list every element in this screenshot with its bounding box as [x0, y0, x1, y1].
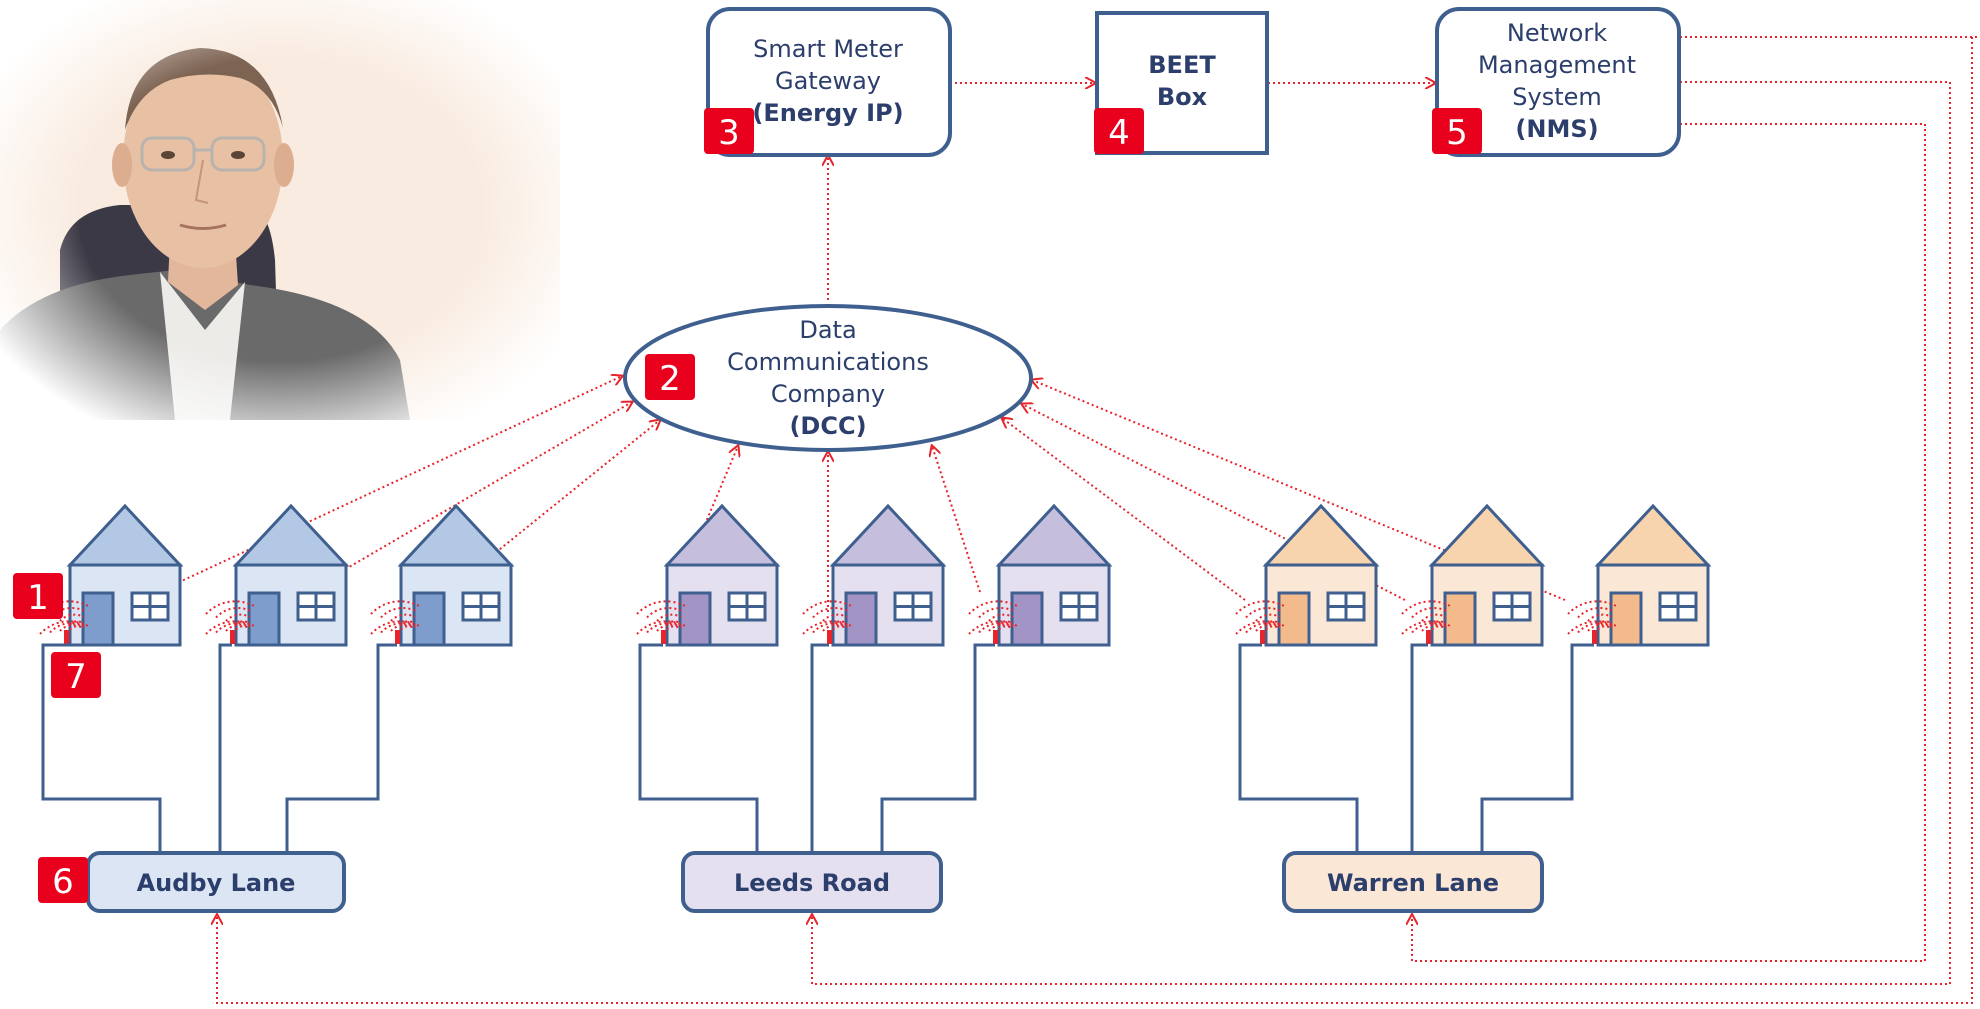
wireless-signal-icon — [968, 600, 1018, 635]
badge-2: 2 — [645, 354, 695, 400]
wireless-signal-icon — [205, 600, 255, 635]
house-door — [1277, 591, 1311, 647]
wireless-signal-icon — [1567, 600, 1617, 635]
badge-5-label: 5 — [1446, 113, 1468, 153]
smg-line1: Smart Meter — [753, 35, 903, 63]
street-wiring — [41, 643, 1594, 852]
badge-3: 3 — [704, 108, 754, 154]
house-door — [1609, 591, 1643, 647]
badge-1-label: 1 — [27, 578, 49, 618]
house-door — [1010, 591, 1044, 647]
link-nms-to-leeds — [812, 81, 1951, 985]
street-leeds-label: Leeds Road — [734, 869, 890, 897]
nms-line4: (NMS) — [1515, 115, 1598, 143]
link-nms-to-warren — [1412, 123, 1926, 962]
smart-meter-icon — [661, 630, 666, 644]
badge-2-label: 2 — [659, 359, 681, 399]
wireless-signal-icon — [1401, 600, 1451, 635]
wire-leeds-3 — [880, 643, 995, 852]
dcc-line3: Company — [771, 380, 885, 408]
house-warren-3 — [1567, 503, 1712, 647]
badge-4-label: 4 — [1108, 113, 1130, 153]
smart-meter-icon — [1426, 630, 1431, 644]
beet-line1: BEET — [1148, 51, 1216, 79]
wire-warren-2 — [1410, 643, 1428, 852]
smart-meter-icon — [827, 630, 832, 644]
house-audby-3 — [370, 503, 515, 647]
nms-box: Network Management System (NMS) — [1435, 7, 1681, 157]
house-roof — [663, 503, 781, 567]
badge-4: 4 — [1094, 108, 1144, 154]
house-warren-2 — [1401, 503, 1546, 647]
dcc-line2: Communications — [727, 348, 929, 376]
nms-line1: Network — [1507, 19, 1607, 47]
wireless-signal-icon — [1235, 600, 1285, 635]
house-leeds-2 — [802, 503, 947, 647]
houses — [39, 503, 1712, 647]
beet-line2: Box — [1157, 83, 1208, 111]
street-warren-label: Warren Lane — [1327, 869, 1499, 897]
house-warren-1 — [1235, 503, 1380, 647]
wireless-signal-icon — [636, 600, 686, 635]
house-roof — [66, 503, 184, 567]
house-roof — [829, 503, 947, 567]
badge-7: 7 — [51, 652, 101, 698]
street-leeds-road: Leeds Road — [681, 851, 943, 913]
smg-line3: (Energy IP) — [752, 99, 903, 127]
smart-meter-icon — [993, 630, 998, 644]
wire-audby-2 — [218, 643, 232, 852]
street-audby-lane: Audby Lane — [86, 851, 346, 913]
badge-3-label: 3 — [718, 113, 740, 153]
smart-meter-icon — [1260, 630, 1265, 644]
street-warren-lane: Warren Lane — [1282, 851, 1544, 913]
smart-meter-icon — [1592, 630, 1597, 644]
wire-warren-1 — [1238, 643, 1359, 852]
link-audby1-dcc — [114, 376, 622, 613]
wire-leeds-2 — [810, 643, 829, 852]
link-warren1-dcc — [1002, 418, 1246, 601]
wire-audby-1 — [41, 643, 162, 852]
house-roof — [397, 503, 515, 567]
house-door — [1443, 591, 1477, 647]
house-roof — [1428, 503, 1546, 567]
house-door — [412, 591, 446, 647]
link-leeds3-dcc — [932, 446, 981, 593]
house-roof — [1594, 503, 1712, 567]
wireless-signal-icon — [370, 600, 420, 635]
dcc-line1: Data — [799, 316, 856, 344]
house-leeds-3 — [968, 503, 1113, 647]
smart-meter-icon — [64, 630, 69, 644]
badge-1: 1 — [13, 573, 63, 619]
smart-meter-icon — [395, 630, 400, 644]
house-door — [678, 591, 712, 647]
smg-line2: Gateway — [775, 67, 881, 95]
wire-leeds-1 — [638, 643, 759, 852]
house-door — [81, 591, 115, 647]
house-roof — [995, 503, 1113, 567]
house-door — [844, 591, 878, 647]
dcc-ellipse: Data Communications Company (DCC) — [623, 304, 1033, 452]
smart-meter-icon — [230, 630, 235, 644]
wire-audby-3 — [285, 643, 397, 852]
badge-5: 5 — [1432, 108, 1482, 154]
house-leeds-1 — [636, 503, 781, 647]
street-audby-label: Audby Lane — [137, 869, 296, 897]
nms-line3: System — [1512, 83, 1602, 111]
house-roof — [232, 503, 350, 567]
nms-line2: Management — [1478, 51, 1636, 79]
badge-7-label: 7 — [65, 657, 87, 697]
house-audby-1 — [39, 503, 184, 647]
wire-warren-3 — [1480, 643, 1594, 852]
wireless-signal-icon — [802, 600, 852, 635]
link-nms-to-audby-return — [217, 37, 1973, 1004]
house-audby-2 — [205, 503, 350, 647]
house-roof — [1262, 503, 1380, 567]
presenter-photo — [0, 0, 560, 420]
smart-meter-gateway-box: Smart Meter Gateway (Energy IP) — [706, 7, 952, 157]
dcc-line4: (DCC) — [789, 412, 866, 440]
badge-6: 6 — [38, 857, 88, 903]
house-door — [247, 591, 281, 647]
badge-6-label: 6 — [52, 862, 74, 902]
